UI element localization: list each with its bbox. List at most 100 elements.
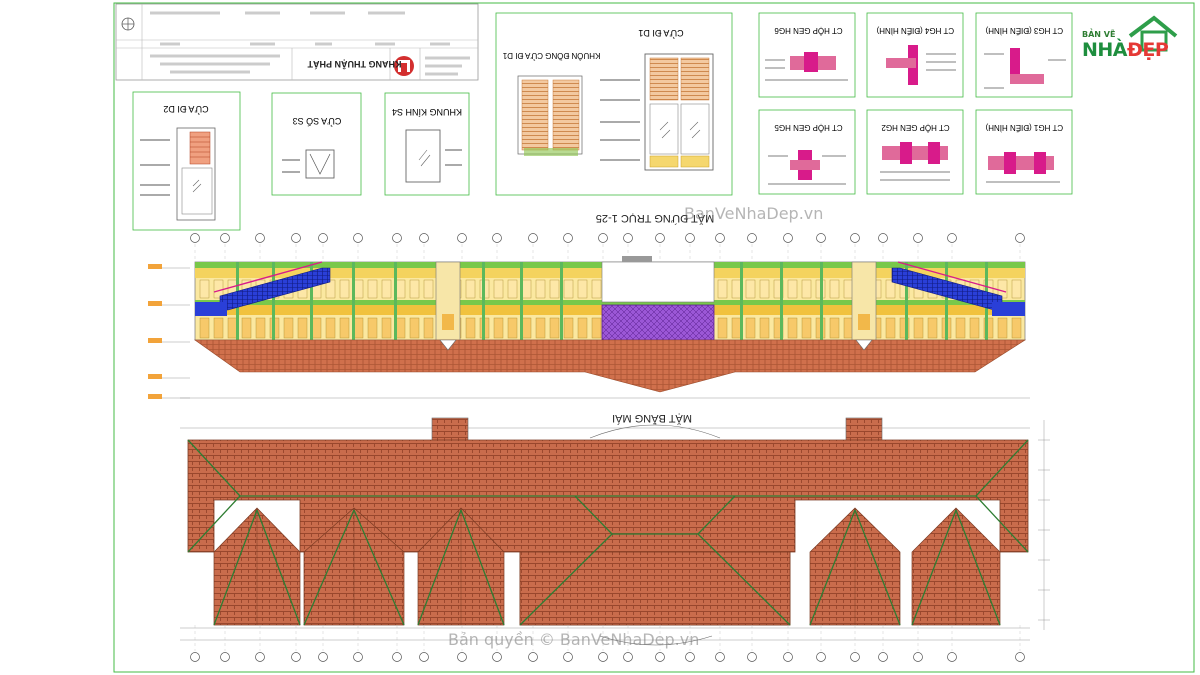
upper-window — [409, 279, 420, 299]
wing-hip — [256, 509, 301, 626]
brand-main-text: NHÀĐẸP — [1082, 39, 1169, 61]
grid-bubble — [850, 652, 860, 662]
grid-bubble — [878, 233, 888, 243]
upper-window — [829, 279, 840, 299]
grid-bubble — [878, 652, 888, 662]
lower-window — [829, 317, 840, 339]
lower-window — [241, 317, 252, 339]
brand-left: NHÀ — [1082, 39, 1128, 61]
upper-window — [885, 279, 896, 299]
site-watermark: BanVeNhaDep.vn — [684, 204, 824, 223]
grid-bubble — [783, 652, 793, 662]
title-block-company: KHANG THUẬN PHÁT — [307, 59, 401, 70]
lower-window — [913, 317, 924, 339]
grid-bubble — [747, 652, 757, 662]
grid-bubble — [353, 652, 363, 662]
facade-grid-axes — [190, 233, 1025, 262]
grid-bubble — [816, 233, 826, 243]
grid-bubble — [913, 652, 923, 662]
upper-window — [507, 279, 518, 299]
lower-window — [465, 317, 476, 339]
door-frame-d1-title: KHUÔN ĐỒNG CỬA ĐI D1 — [502, 51, 600, 61]
upper-window — [563, 279, 574, 299]
lower-window — [213, 317, 224, 339]
lower-window — [955, 317, 966, 339]
detail-hg5-panel: CT HỘP GEN HG5 — [758, 109, 856, 195]
roof-grid-axes — [190, 625, 1025, 662]
lower-window — [885, 317, 896, 339]
column — [272, 262, 275, 340]
detail-hg4-panel: CT HG4 (ĐIỂN HÌNH) — [866, 12, 964, 98]
grid-bubble — [291, 233, 301, 243]
upper-window — [325, 279, 336, 299]
company-logo — [394, 56, 414, 76]
lower-window — [745, 317, 756, 339]
grid-bubble — [255, 652, 265, 662]
wing-hip — [460, 509, 505, 626]
grid-bubble — [850, 233, 860, 243]
grid-bubble — [419, 652, 429, 662]
facade-title: MẶT ĐỨNG TRỤC 1-25 — [596, 212, 714, 225]
grid-bubble — [563, 652, 573, 662]
sheet-border — [113, 2, 1195, 673]
grid-bubble — [492, 233, 502, 243]
grid-bubble — [655, 652, 665, 662]
wing-hip — [213, 509, 258, 626]
grid-bubble — [492, 652, 502, 662]
upper-window — [591, 279, 602, 299]
lower-window — [507, 317, 518, 339]
upper-window — [787, 279, 798, 299]
wing-hip — [353, 509, 405, 626]
grid-bubble — [563, 233, 573, 243]
house-icon — [1128, 15, 1178, 52]
grid-bubble — [457, 652, 467, 662]
upper-window — [395, 279, 406, 299]
door-d1-panel: CỬA ĐI D1 KHUÔN ĐỒNG CỬA ĐI D1 — [495, 12, 733, 196]
lower-window — [899, 317, 910, 339]
column — [352, 262, 355, 340]
door-d2-title: CỬA ĐI D2 — [163, 104, 208, 115]
column — [740, 262, 743, 340]
lower-window — [423, 317, 434, 339]
door-d1-title: CỬA ĐI D1 — [638, 28, 683, 39]
upper-window — [353, 279, 364, 299]
lower-window — [255, 317, 266, 339]
grid-bubble — [419, 233, 429, 243]
lower-window — [311, 317, 322, 339]
detail-hg6-panel: CT HỘP GEN HG6 — [758, 12, 856, 98]
facade-brick-base — [194, 339, 1027, 393]
lower-window — [1011, 317, 1022, 339]
brand-top-text: BẢN VẼ — [1082, 30, 1116, 39]
lower-window — [983, 317, 994, 339]
lower-window — [339, 317, 350, 339]
upper-window — [731, 279, 742, 299]
lower-window — [395, 317, 406, 339]
lower-window — [297, 317, 308, 339]
lower-window — [535, 317, 546, 339]
grid-bubble — [1015, 233, 1025, 243]
upper-window — [1011, 279, 1022, 299]
wing-hip — [417, 509, 462, 626]
lower-window — [563, 317, 574, 339]
lower-window — [549, 317, 560, 339]
lower-window — [199, 317, 210, 339]
glass-frame-s4-panel: KHUNG KÍNH S4 — [384, 92, 470, 196]
grid-bubble — [715, 233, 725, 243]
grid-bubble — [528, 652, 538, 662]
site-brand-logo: BẢN VẼ NHÀĐẸP — [1080, 14, 1190, 64]
grid-bubble — [913, 233, 923, 243]
door-d2-panel: CỬA ĐI D2 — [132, 91, 241, 231]
detail-hg1-panel: CT HG1 (ĐIỂN HÌNH) — [975, 109, 1073, 195]
lower-window — [801, 317, 812, 339]
grid-bubble — [353, 233, 363, 243]
detail-hg2-panel: CT HỘP GEN HG2 — [866, 109, 964, 195]
lower-window — [381, 317, 392, 339]
roof-plan: MẶT BẰNG MÁI — [180, 412, 1050, 662]
grid-bubble — [947, 233, 957, 243]
grid-bubble — [190, 652, 200, 662]
grid-bubble — [457, 233, 467, 243]
roof-wings — [213, 507, 1001, 626]
central-porch-roof — [519, 551, 791, 626]
detail-hg4-title: CT HG4 (ĐIỂN HÌNH) — [876, 26, 954, 35]
